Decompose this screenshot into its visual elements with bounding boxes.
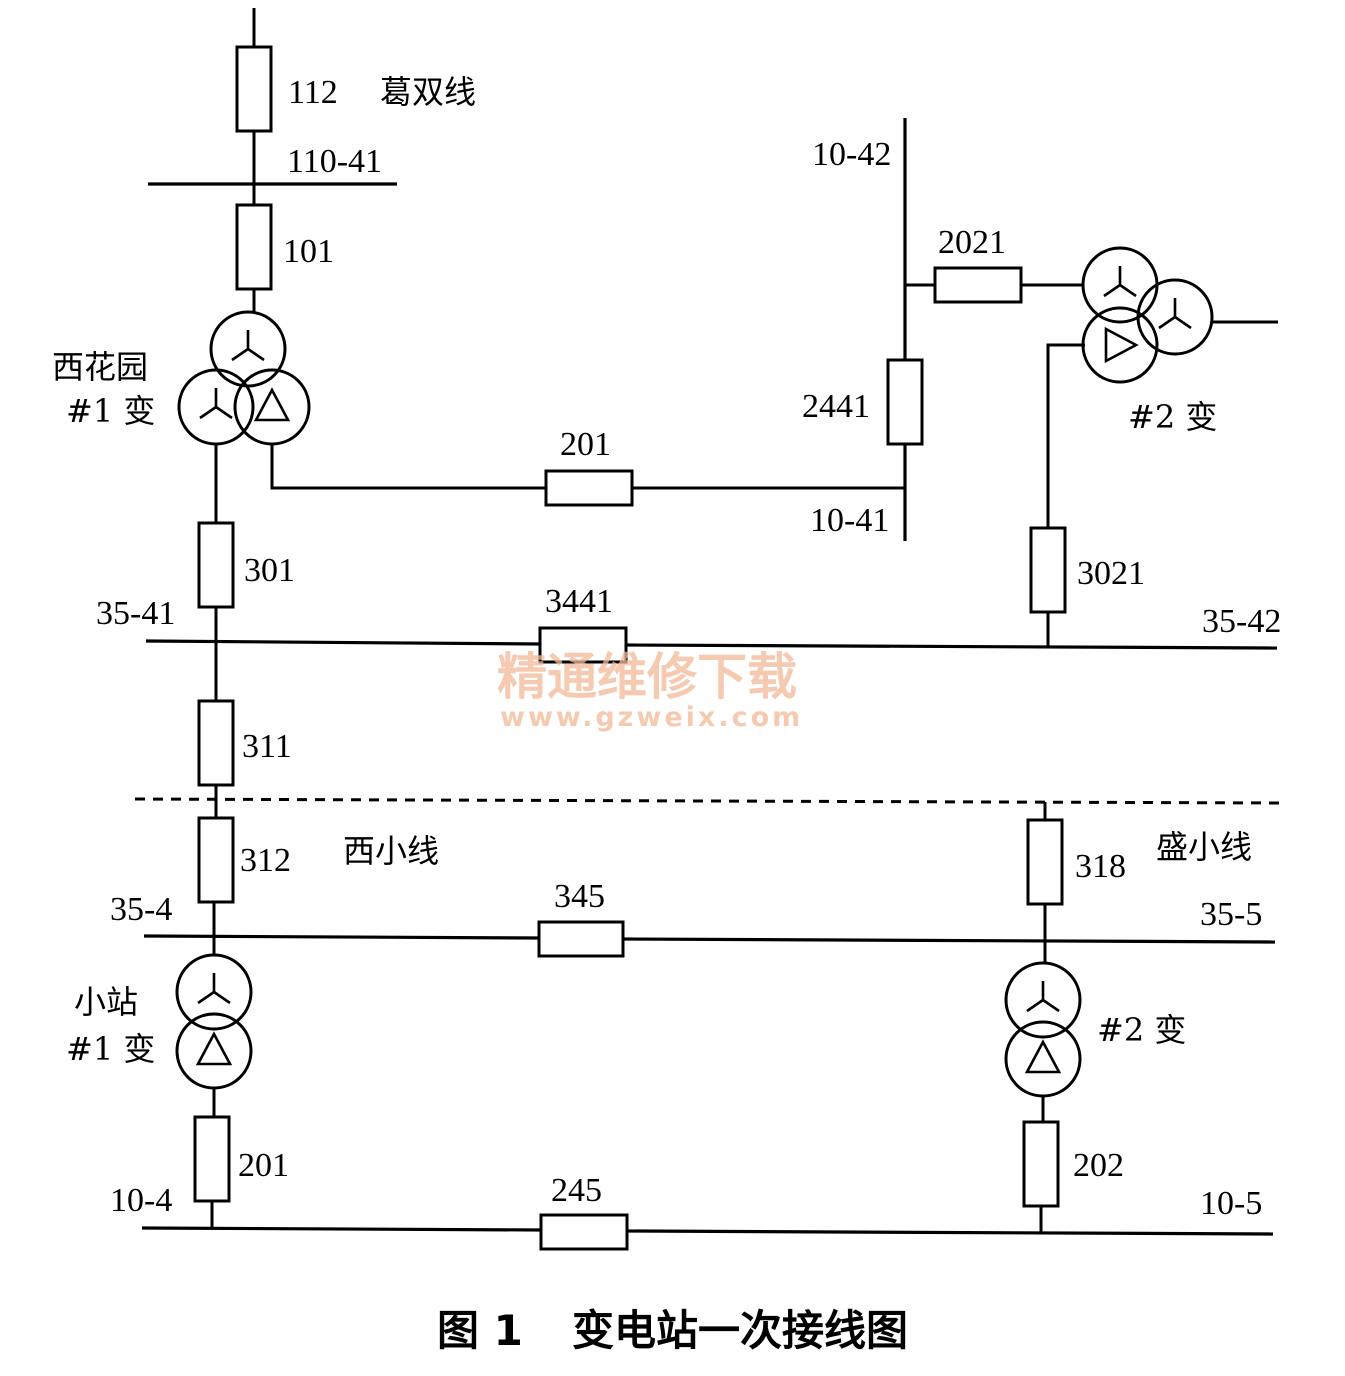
label-101: 101 <box>283 233 334 270</box>
label-bus-10-41: 10-41 <box>810 502 889 539</box>
breaker-3441[interactable] <box>538 626 628 664</box>
label-xiaozhan: 小站 <box>74 983 138 1021</box>
delta-symbol-icon <box>1024 1039 1062 1074</box>
breaker-112[interactable] <box>235 45 273 133</box>
bus-35-41 <box>145 639 541 646</box>
label-202: 202 <box>1073 1147 1124 1184</box>
label-245: 245 <box>551 1172 602 1209</box>
wye-symbol-icon <box>231 330 265 362</box>
label-xihuayuan: 西花园 <box>52 348 148 386</box>
label-3021: 3021 <box>1077 555 1145 592</box>
wye-symbol-icon <box>1103 266 1137 298</box>
35kv-bus-lower <box>143 920 1276 958</box>
breaker-3021[interactable] <box>1029 526 1067 614</box>
label-201-top: 201 <box>560 426 611 463</box>
breaker-345[interactable] <box>537 920 625 958</box>
label-line-sx: 盛小线 <box>1156 828 1252 866</box>
label-t2-bottom: #2 变 <box>1097 1011 1186 1049</box>
winding-delta-xz <box>175 1012 253 1090</box>
breaker-201-bottom[interactable] <box>193 1115 231 1203</box>
label-bus-10-42: 10-42 <box>812 136 891 173</box>
bus-35-42 <box>625 643 1278 650</box>
lower-right-section <box>1004 802 1082 1232</box>
label-318: 318 <box>1075 848 1126 885</box>
wye-symbol-icon <box>1026 981 1060 1013</box>
breaker-245[interactable] <box>539 1213 629 1251</box>
left-35kv-feeder <box>197 444 235 818</box>
breaker-311[interactable] <box>197 699 235 787</box>
label-xz-t1: #1 变 <box>66 1030 155 1068</box>
breaker-201-top[interactable] <box>544 469 634 507</box>
figure-number: 图 1 <box>437 1306 523 1355</box>
lower-left-section <box>175 816 253 1228</box>
label-345: 345 <box>554 878 605 915</box>
delta-symbol-icon <box>253 387 291 422</box>
three-winding-transformer-1 <box>177 310 311 446</box>
label-bus-35-5: 35-5 <box>1200 896 1262 933</box>
label-bus-10-4: 10-4 <box>110 1182 172 1219</box>
wye-symbol-icon <box>197 973 231 1005</box>
label-bus-35-41: 35-41 <box>96 595 175 632</box>
winding-delta-c <box>1081 306 1159 384</box>
10kv-buses-right <box>886 118 1082 541</box>
tie-201-to-10kv <box>270 444 905 507</box>
breaker-2021[interactable] <box>933 266 1023 304</box>
bus-35-5 <box>622 937 1276 944</box>
label-2441: 2441 <box>802 388 870 425</box>
10kv-bus-lower <box>141 1213 1274 1251</box>
label-112: 112 <box>288 74 338 111</box>
left-110kv-section <box>148 8 397 312</box>
breaker-101[interactable] <box>235 203 273 291</box>
label-3441: 3441 <box>545 583 613 620</box>
label-bus-10-5: 10-5 <box>1200 1185 1262 1222</box>
label-301: 301 <box>244 552 295 589</box>
winding-y-sz <box>1004 961 1082 1039</box>
winding-y-b <box>1136 278 1214 356</box>
label-311: 311 <box>242 728 292 765</box>
label-312: 312 <box>240 842 291 879</box>
label-t2-top: #2 变 <box>1128 398 1217 436</box>
three-winding-transformer-2 <box>1029 246 1278 646</box>
substation-boundary-line <box>134 797 1281 805</box>
label-bus-110-41: 110-41 <box>287 143 382 180</box>
breaker-312[interactable] <box>197 816 235 904</box>
label-201-bottom: 201 <box>238 1147 289 1184</box>
label-line-ge: 葛双线 <box>380 73 476 111</box>
label-xhy-t1: #1 变 <box>66 392 155 430</box>
bus-35-4 <box>143 934 540 940</box>
bus-10-4 <box>141 1226 542 1232</box>
delta-symbol-icon <box>1104 326 1139 364</box>
label-bus-35-42: 35-42 <box>1202 603 1281 640</box>
winding-y-xz <box>175 953 253 1031</box>
label-bus-35-4: 35-4 <box>110 891 172 928</box>
wye-symbol-icon <box>1158 298 1192 330</box>
breaker-318[interactable] <box>1026 818 1064 906</box>
label-line-xx: 西小线 <box>343 832 439 870</box>
breaker-301[interactable] <box>197 521 235 609</box>
watermark-text: 精通维修下载 <box>497 648 797 706</box>
winding-delta-sz <box>1004 1020 1082 1098</box>
winding-delta-low <box>233 368 311 446</box>
watermark-url: www.gzweix.com <box>500 702 803 733</box>
label-2021: 2021 <box>938 224 1006 261</box>
breaker-202[interactable] <box>1022 1120 1060 1208</box>
breaker-2441[interactable] <box>886 358 924 446</box>
35kv-bus-upper <box>145 626 1278 664</box>
delta-symbol-icon <box>195 1031 233 1066</box>
wye-symbol-icon <box>199 388 233 420</box>
bus-10-5 <box>626 1229 1274 1236</box>
figure-title: 变电站一次接线图 <box>572 1306 908 1355</box>
